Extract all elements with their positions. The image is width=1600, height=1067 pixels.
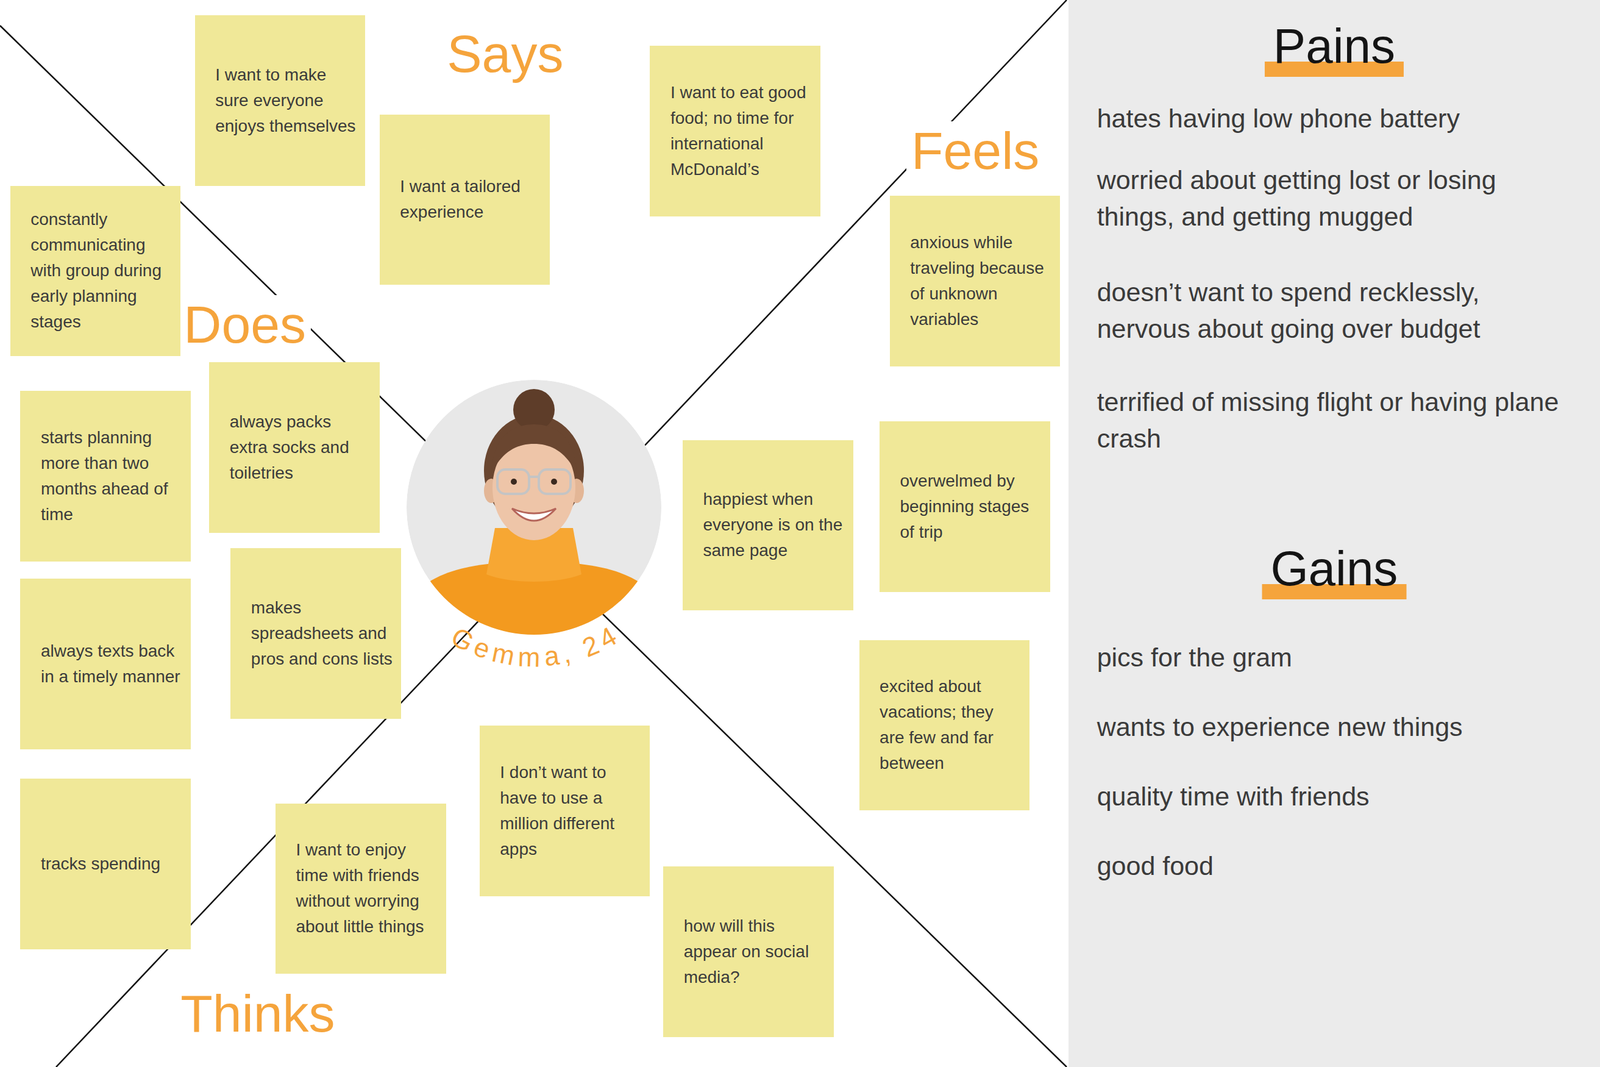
pains-gains-panel: Pains hates having low phone battery worri…	[1068, 0, 1600, 1067]
persona-photo	[390, 379, 678, 647]
hair-bun	[513, 388, 555, 431]
note-text: anxious while traveling because of unkno…	[910, 229, 1053, 333]
note-text: always texts back in a timely manner	[40, 638, 183, 690]
note-text: constantly communicating with group duri…	[30, 206, 173, 335]
note-text: I want a tailored experience	[399, 173, 542, 225]
note-text: I want to make sure everyone enjoys them…	[215, 62, 358, 139]
quadrant-label: Thinks	[175, 983, 340, 1043]
persona-name: Gemma, 24	[405, 379, 662, 636]
quadrant-label: Does	[178, 295, 311, 354]
quadrant-divider	[56, 0, 1067, 1067]
note-text: overwelmed by beginning stages of trip	[900, 468, 1043, 545]
panel-item: good food	[1097, 847, 1561, 884]
sticky-note: constantly communicating with group duri…	[10, 185, 182, 357]
note-text: always packs extra socks and toiletries	[229, 408, 372, 486]
panel-item: wants to experience new things	[1097, 708, 1561, 745]
panel-item: doesn’t want to spend recklessly, nervou…	[1097, 273, 1561, 347]
sticky-note: starts planning more than two months ahe…	[20, 390, 191, 562]
note-text: excited about vacations; they are few an…	[879, 673, 1022, 776]
name-letter: m	[517, 641, 541, 673]
note-text: happiest when everyone is on the same pa…	[702, 486, 845, 564]
sticky-note: I don’t want to have to use a million di…	[479, 725, 651, 896]
name-letter: ,	[558, 638, 573, 670]
sticky-note: overwelmed by beginning stages of trip	[879, 421, 1051, 592]
sticky-note: I want to eat good food; no time for int…	[649, 45, 821, 217]
smile	[512, 508, 556, 521]
eye	[551, 478, 558, 485]
name-letter: a	[542, 640, 561, 673]
note-text: I want to enjoy time with friends withou…	[295, 836, 438, 940]
panel-item: worried about getting lost or losing thi…	[1097, 161, 1561, 235]
note-text: I don’t want to have to use a million di…	[499, 759, 642, 862]
sticky-note: always packs extra socks and toiletries	[209, 362, 380, 533]
note-text: makes spreadsheets and pros and cons lis…	[251, 594, 394, 672]
glasses-bridge	[529, 475, 539, 478]
panel-heading: Pains	[1264, 18, 1404, 77]
sticky-note: I want to enjoy time with friends withou…	[275, 803, 447, 975]
sticky-note: happiest when everyone is on the same pa…	[682, 440, 854, 611]
panel-item: terrified of missing flight or having pl…	[1097, 383, 1561, 457]
quadrant-label: Feels	[906, 121, 1045, 180]
panel-item: hates having low phone battery	[1097, 99, 1561, 137]
eye	[510, 478, 517, 485]
quadrant-label: Says	[441, 24, 569, 83]
name-letter: m	[489, 636, 518, 672]
sticky-note: makes spreadsheets and pros and cons lis…	[230, 547, 402, 719]
sticky-note: I want to make sure everyone enjoys them…	[195, 15, 366, 186]
note-text: starts planning more than two months ahe…	[40, 424, 183, 528]
sticky-note: I want a tailored experience	[379, 114, 551, 286]
glasses	[497, 469, 530, 494]
sticky-note: tracks spending	[20, 778, 191, 950]
panel-item: pics for the gram	[1097, 638, 1561, 676]
note-text: I want to eat good food; no time for int…	[670, 79, 813, 183]
glasses	[538, 469, 571, 494]
sticky-note: how will this appear on social media?	[663, 866, 834, 1037]
sticky-note: excited about vacations; they are few an…	[859, 640, 1031, 811]
note-text: tracks spending	[40, 850, 161, 877]
panel-heading: Gains	[1261, 540, 1407, 600]
quadrant-divider	[0, 25, 1067, 1067]
panel-item: quality time with friends	[1097, 777, 1561, 815]
note-text: how will this appear on social media?	[683, 913, 826, 990]
sticky-note: always texts back in a timely manner	[20, 578, 191, 750]
sticky-note: anxious while traveling because of unkno…	[889, 195, 1061, 367]
persona-avatar: Gemma, 24	[405, 379, 662, 636]
hair-fringe	[491, 424, 577, 475]
